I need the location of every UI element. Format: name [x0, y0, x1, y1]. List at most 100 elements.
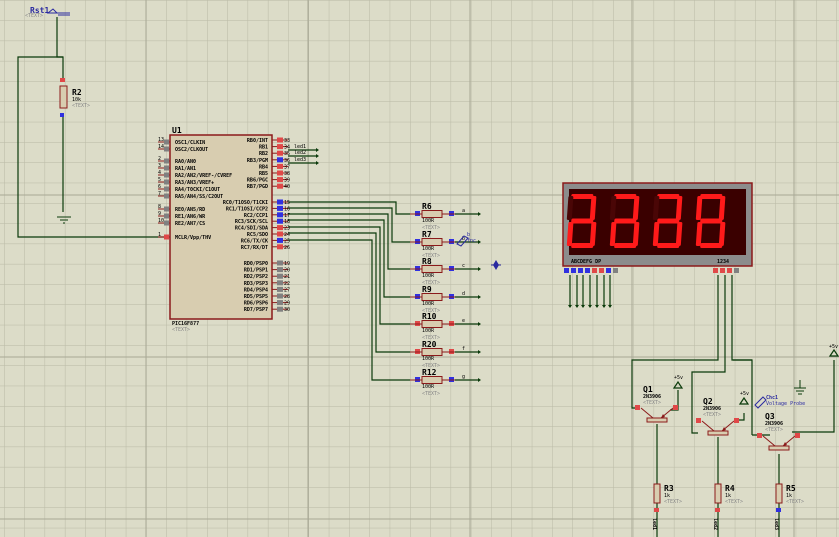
svg-text:R4: R4: [725, 484, 735, 493]
display-digits: [566, 194, 726, 248]
mcu-pin-25[interactable]: 25 RC6/TX/CK: [241, 237, 290, 245]
svg-text:RC7/RX/DT: RC7/RX/DT: [241, 245, 268, 251]
power-terminal[interactable]: Rst1 <TEXT>: [25, 6, 70, 19]
svg-text:R12: R12: [422, 368, 437, 377]
resistor-r2[interactable]: R2 10k <TEXT>: [59, 78, 90, 117]
digit-4-segment-e: [695, 222, 703, 246]
ground-icon: [794, 380, 806, 395]
digit-2-segment-c: [632, 222, 640, 246]
svg-text:RA1/AN1: RA1/AN1: [175, 166, 196, 172]
seven-segment-display[interactable]: ABCDEFG DP 1234: [562, 182, 753, 273]
power-terminal-icon: [46, 8, 59, 14]
svg-text:RB0/INT: RB0/INT: [247, 138, 268, 144]
svg-text:33: 33: [284, 138, 290, 144]
svg-text:2N3906: 2N3906: [765, 421, 783, 427]
svg-text:<TEXT>: <TEXT>: [422, 280, 440, 286]
svg-text:RE0/AN5/RD: RE0/AN5/RD: [175, 207, 205, 213]
svg-text:RA3/AN3/VREF+: RA3/AN3/VREF+: [175, 180, 214, 186]
svg-text:RC6/TX/CK: RC6/TX/CK: [241, 238, 268, 244]
svg-text:led1: led1: [651, 518, 657, 530]
svg-text:RD0/PSP0: RD0/PSP0: [244, 261, 268, 267]
power-terminal-label: Rst1: [30, 6, 49, 15]
svg-text:15: 15: [284, 200, 290, 206]
svg-text:RC4/SDI/SDA: RC4/SDI/SDA: [235, 226, 268, 232]
digit-1-segment-b: [589, 196, 597, 220]
svg-text:100R: 100R: [422, 328, 435, 334]
voltage-probe[interactable]: Chc1 Voltage Probe: [754, 395, 805, 409]
digit-3-segment-a: [657, 194, 680, 199]
svg-text:RA0/AN0: RA0/AN0: [175, 159, 196, 165]
svg-text:RB4: RB4: [259, 164, 268, 170]
svg-text:d: d: [462, 291, 465, 297]
svg-text:f: f: [462, 346, 465, 352]
svg-text:MCLR/Vpp/THV: MCLR/Vpp/THV: [175, 235, 211, 241]
digit-4-segment-g: [700, 218, 723, 224]
svg-text:40: 40: [284, 184, 290, 190]
mcu-pin-33[interactable]: 33 RB0/INT: [247, 137, 290, 145]
probe-label: Chc1: [766, 395, 778, 401]
svg-text:36: 36: [284, 158, 290, 164]
svg-text:<TEXT>: <TEXT>: [422, 308, 440, 314]
svg-text:<TEXT>: <TEXT>: [786, 499, 804, 505]
segment-pin-labels: ABCDEFG DP: [571, 259, 601, 265]
svg-text:14: 14: [158, 144, 164, 150]
digit-3-segment-d: [657, 243, 680, 248]
svg-text:30: 30: [284, 307, 290, 313]
probe-icon: [754, 396, 767, 409]
mcu-right-pins: 33 RB0/INT34RB135RB236RB3/PGM37RB438RB539…: [223, 137, 290, 314]
net-label-led1: led1: [294, 144, 306, 150]
svg-text:R20: R20: [422, 340, 437, 349]
svg-text:25: 25: [284, 238, 290, 244]
svg-text:Q3: Q3: [765, 412, 775, 421]
